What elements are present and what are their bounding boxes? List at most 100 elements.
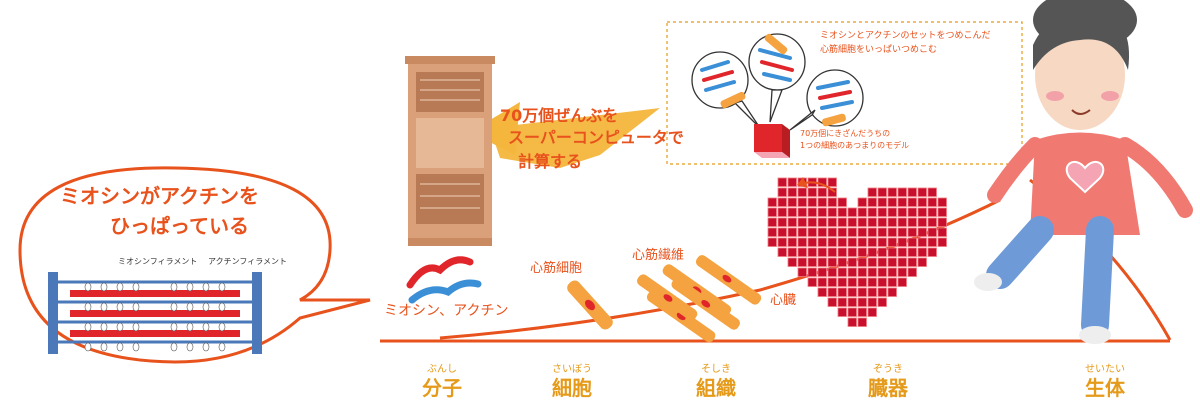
- z-disc-left: [48, 272, 58, 354]
- heart-pixel: [867, 207, 877, 217]
- heart-pixel: [857, 247, 867, 257]
- heart-pixel: [767, 217, 777, 227]
- heart-pixel: [897, 237, 907, 247]
- heart-pixel: [797, 207, 807, 217]
- yellow-arrow-stroke: [490, 108, 660, 168]
- actin-filament-label: アクチンフィラメント: [208, 257, 287, 266]
- heart-pixel: [877, 257, 887, 267]
- heart-pixel: [847, 317, 857, 327]
- scale-word-tissue: 組織: [696, 376, 736, 400]
- heart-pixel: [877, 237, 887, 247]
- heart-pixel: [877, 247, 887, 257]
- heart-pixel: [847, 247, 857, 257]
- heart-pixel: [787, 227, 797, 237]
- heart-pixel: [917, 187, 927, 197]
- heart-pixel: [867, 277, 877, 287]
- heart-pixel: [807, 277, 817, 287]
- heart-pixel: [817, 197, 827, 207]
- heart-pixel: [807, 237, 817, 247]
- heart-pixel: [897, 207, 907, 217]
- heart-pixel: [827, 177, 837, 187]
- heart-pixel: [767, 227, 777, 237]
- heart-pixel: [777, 227, 787, 237]
- heart-pixel: [857, 257, 867, 267]
- myosin-bar-3: [70, 330, 240, 337]
- sarcomere-diagram: [48, 272, 262, 354]
- inset-note-line2: 心筋細胞をいっぱいつめこむ: [820, 45, 938, 55]
- heart-pixel: [827, 227, 837, 237]
- heart-pixel: [887, 217, 897, 227]
- heart-pixel: [867, 197, 877, 207]
- heart-pixel: [807, 267, 817, 277]
- heart-pixel: [897, 187, 907, 197]
- molecule-icon: [406, 256, 482, 304]
- bubble-title-line1: ミオシンがアクチンを: [60, 184, 259, 208]
- heart-pixel: [887, 197, 897, 207]
- heart-pixel: [937, 217, 947, 227]
- heart-pixel: [937, 227, 947, 237]
- heart-pixel: [807, 227, 817, 237]
- heart-pixel: [767, 237, 777, 247]
- heart-pixel: [867, 257, 877, 267]
- heart-pixel: [887, 267, 897, 277]
- heart-pixel: [887, 247, 897, 257]
- myosin-bar-1: [70, 290, 240, 297]
- heart-pixel: [777, 247, 787, 257]
- heart-pixel: [787, 257, 797, 267]
- heart-pixel: [897, 247, 907, 257]
- heart-pixel: [847, 297, 857, 307]
- heart-pixel: [857, 197, 867, 207]
- scale-word-body: 生体: [1085, 376, 1125, 400]
- inset-bubbles: [691, 33, 864, 131]
- child-figure: [974, 0, 1193, 344]
- heart-pixel: [867, 227, 877, 237]
- heart-pixel: [827, 197, 837, 207]
- heart-pixel: [917, 237, 927, 247]
- heart-pixel: [877, 287, 887, 297]
- inset-model-line1: 70万個にきざんだうちの: [800, 129, 891, 138]
- heart-pixel: [907, 207, 917, 217]
- heart-pixel: [837, 237, 847, 247]
- heart-pixel: [837, 247, 847, 257]
- organ-label: 心臓: [770, 293, 797, 308]
- heart-pixel: [857, 287, 867, 297]
- heart-pixel: [847, 277, 857, 287]
- heart-pixel: [917, 217, 927, 227]
- scale-word-organ: 臓器: [868, 376, 908, 400]
- heart-pixel: [827, 187, 837, 197]
- supercomputer-line2: スーパーコンピュータで: [508, 128, 684, 147]
- heart-pixel: [787, 237, 797, 247]
- heart-pixel: [887, 207, 897, 217]
- heart-pixel: [927, 207, 937, 217]
- heart-pixel: [837, 197, 847, 207]
- heart-pixel: [887, 237, 897, 247]
- heart-pixel: [867, 217, 877, 227]
- heart-pixel: [817, 187, 827, 197]
- heart-pixel: [847, 257, 857, 267]
- heart-pixel: [857, 227, 867, 237]
- heart-pixel: [777, 217, 787, 227]
- supercomputer-line3: 計算する: [518, 152, 583, 171]
- heart-pixel: [837, 227, 847, 237]
- heart-pixel: [917, 257, 927, 267]
- heart-pixel: [917, 207, 927, 217]
- heart-pixel: [837, 267, 847, 277]
- heart-pixel: [847, 307, 857, 317]
- heart-pixel: [767, 197, 777, 207]
- heart-pixel: [857, 207, 867, 217]
- heart-pixel: [797, 257, 807, 267]
- cardiac-cell-icon: [567, 280, 613, 330]
- scale-word-cell: 細胞: [552, 376, 592, 400]
- heart-pixel: [917, 227, 927, 237]
- heart-pixel: [827, 287, 837, 297]
- yellow-arrow-head: [470, 102, 520, 155]
- heart-pixel: [877, 227, 887, 237]
- heart-pixel: [827, 237, 837, 247]
- heart-pixel: [877, 207, 887, 217]
- heart-pixel: [817, 237, 827, 247]
- heart-pixel: [937, 237, 947, 247]
- heart-pixel: [837, 207, 847, 217]
- heart-pixel: [847, 267, 857, 277]
- heart-pixel: [927, 197, 937, 207]
